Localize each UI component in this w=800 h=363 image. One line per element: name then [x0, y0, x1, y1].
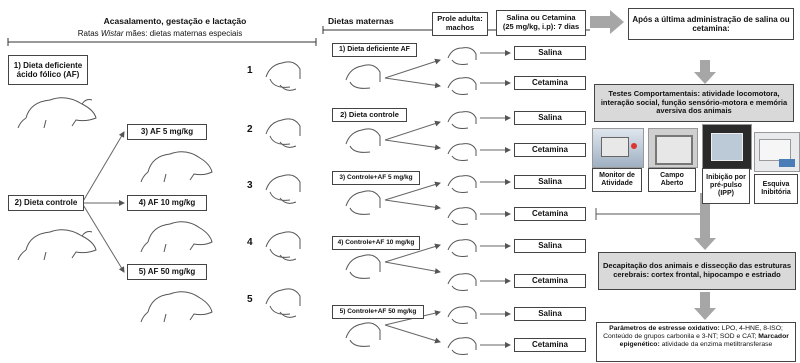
offspring-rat-icon: [447, 306, 477, 324]
offspring-rat-icon: [447, 207, 477, 225]
middle-header-diets: Dietas maternas: [328, 16, 394, 26]
rat-illustration: [345, 190, 381, 215]
activity-monitor-photo: [592, 128, 644, 168]
rat-with-pups-illustration: [265, 118, 301, 148]
caption-open-field: Campo Aberto: [648, 168, 696, 192]
salina-box-1: Salina: [514, 46, 586, 60]
af10-box: 4) AF 10 mg/kg: [127, 195, 207, 211]
cetamina-box-5: Cetamina: [514, 338, 586, 352]
offspring-rat-icon: [447, 47, 477, 65]
rat-with-pups-illustration: [265, 174, 301, 204]
cetamina-box-2: Cetamina: [514, 143, 586, 157]
group-label-2: 2) Dieta controle: [332, 108, 407, 122]
group-label-3: 3) Controle+AF 5 mg/kg: [332, 171, 420, 185]
salina-box-2: Salina: [514, 111, 586, 125]
rat-with-pups-illustration: [265, 61, 301, 91]
parameters-box: Parâmetros de estresse oxidativo: LPO, 4…: [596, 322, 796, 362]
offspring-rat-icon: [447, 337, 477, 355]
offspring-rat-icon: [447, 143, 477, 161]
salina-box-3: Salina: [514, 175, 586, 189]
rat-illustration: [345, 128, 381, 153]
salina-box-5: Salina: [514, 307, 586, 321]
rat-illustration: [140, 151, 213, 183]
rat-illustration: [345, 64, 381, 89]
after-admin-box: Após a última administração de salina ou…: [628, 8, 794, 40]
rat-illustration: [140, 291, 213, 323]
group-label-5: 5) Controle+AF 50 mg/kg: [332, 305, 424, 319]
af50-box: 5) AF 50 mg/kg: [127, 264, 207, 280]
left-subheader: Ratas Wistar mães: dietas maternas espec…: [77, 29, 243, 38]
decapitation-box: Decapitação dos animais e dissecção das …: [598, 252, 796, 290]
rat-illustration: [345, 322, 381, 347]
salina-cetamina-header-box: Salina ou Cetamina (25 mg/kg, i.p): 7 di…: [496, 10, 586, 36]
prepulse-inhibition-photo: [702, 124, 752, 170]
offspring-rat-icon: [447, 175, 477, 193]
offspring-rat-icon: [447, 111, 477, 129]
offspring-rat-icon: [447, 239, 477, 257]
offspring-rat-icon: [447, 77, 477, 95]
group-label-1: 1) Dieta deficiente AF: [332, 43, 417, 57]
cetamina-box-3: Cetamina: [514, 207, 586, 221]
diet-control-box: 2) Dieta controle: [8, 195, 84, 211]
af5-box: 3) AF 5 mg/kg: [127, 124, 207, 140]
group-number-1: 1: [247, 65, 253, 76]
group-number-2: 2: [247, 124, 253, 135]
cetamina-box-4: Cetamina: [514, 274, 586, 288]
caption-activity-monitor: Monitor de Atividade: [592, 168, 642, 192]
rat-with-pups-illustration: [265, 288, 301, 318]
rat-illustration: [17, 97, 97, 129]
rat-illustration: [140, 221, 213, 253]
caption-inhibitory-avoidance: Esquiva Inibitória: [754, 174, 798, 204]
inhibitory-avoidance-photo: [754, 132, 800, 172]
diet-af-deficient-box: 1) Dieta deficiente ácido fólico (AF): [8, 55, 88, 85]
caption-prepulse-inhibition: Inibição por pré-pulso (IPP): [702, 168, 750, 204]
rat-illustration: [17, 229, 97, 261]
left-header: Acasalamento, gestação e lactação: [103, 16, 247, 26]
salina-box-4: Salina: [514, 239, 586, 253]
rat-illustration: [345, 254, 381, 279]
group-label-4: 4) Controle+AF 10 mg/kg: [332, 236, 420, 250]
cetamina-box-1: Cetamina: [514, 76, 586, 90]
open-field-photo: [648, 128, 698, 168]
prole-box: Prole adulta: machos: [432, 12, 488, 36]
offspring-rat-icon: [447, 273, 477, 291]
behavioral-tests-box: Testes Comportamentais: atividade locomo…: [594, 84, 794, 122]
group-number-4: 4: [247, 237, 253, 248]
rat-with-pups-illustration: [265, 231, 301, 261]
group-number-5: 5: [247, 294, 253, 305]
group-number-3: 3: [247, 180, 253, 191]
